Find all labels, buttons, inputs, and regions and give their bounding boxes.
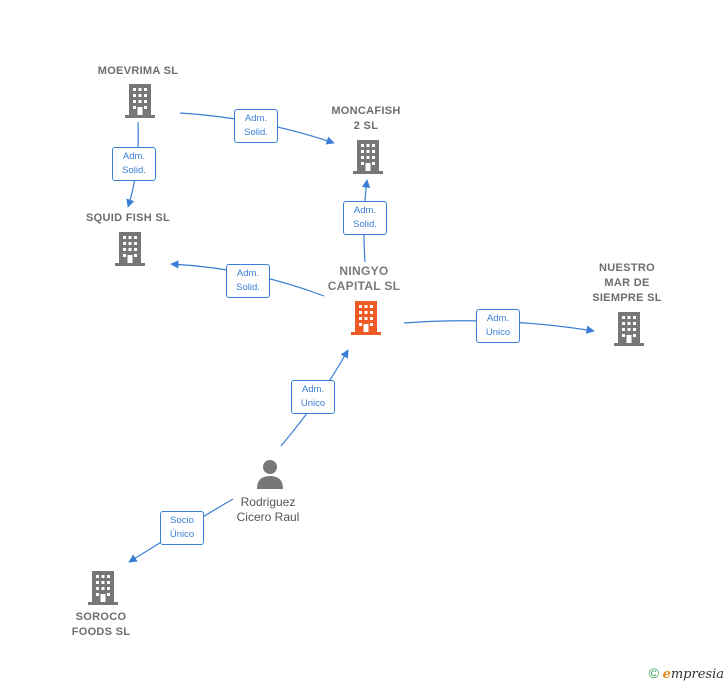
edge-label-rodriguez-ningyo: Adm. Unico (291, 380, 335, 414)
building-icon (115, 232, 145, 266)
person-label-rodriguez[interactable]: Rodriguez Cicero Raul (236, 495, 300, 524)
edge-label-ningyo-nuestro: Adm. Unico (476, 309, 520, 343)
building-icon-focus (351, 301, 381, 335)
edge-label-rodriguez-soroco: Socio Único (160, 511, 204, 545)
node-label-moevrima[interactable]: MOEVRIMA SL (97, 65, 179, 77)
node-label-soroco[interactable]: SOROCO FOODS SL (71, 611, 131, 638)
edge-label-ningyo-squid: Adm. Solid. (226, 264, 270, 298)
node-label-squid-fish[interactable]: SQUID FISH SL (86, 212, 170, 224)
building-icon (614, 312, 644, 346)
edge-label-moevrima-moncafish: Adm. Solid. (234, 109, 278, 143)
building-icon (353, 140, 383, 174)
edge-label-ningyo-moncafish: Adm. Solid. (343, 201, 387, 235)
brand-logo: empresia (662, 667, 724, 682)
person-icon (257, 460, 283, 489)
node-label-nuestro-mar[interactable]: NUESTRO MAR DE SIEMPRE SL (592, 262, 662, 304)
node-label-moncafish[interactable]: MONCAFISH 2 SL (331, 105, 401, 132)
node-label-ningyo-capital[interactable]: NINGYO CAPITAL SL (327, 264, 401, 293)
building-icon (88, 571, 118, 605)
brand-footer[interactable]: © empresia (649, 665, 724, 682)
building-icon (125, 84, 155, 118)
edge-label-moevrima-squid: Adm. Solid. (112, 147, 156, 181)
copyright-icon: © (648, 665, 659, 681)
